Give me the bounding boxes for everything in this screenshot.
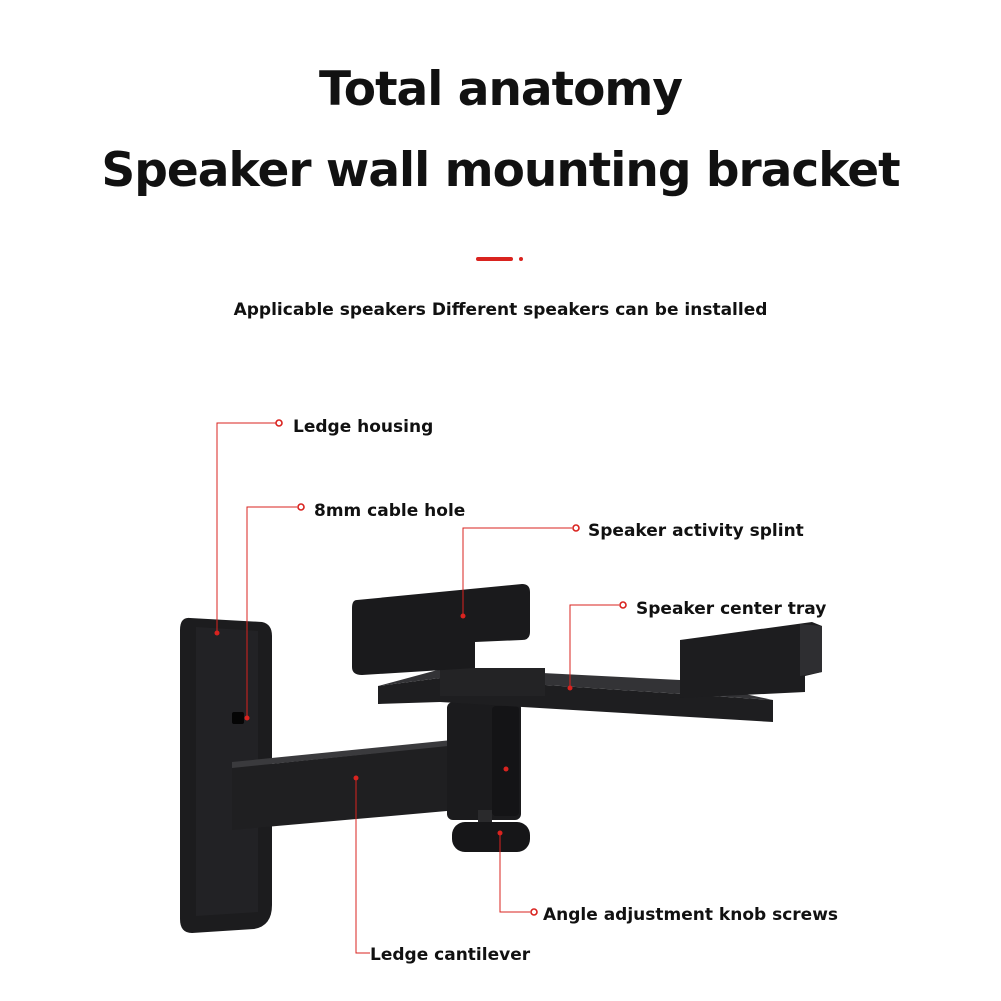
activity-splint	[352, 584, 530, 675]
title-line-2: Speaker wall mounting bracket	[101, 143, 900, 198]
right-clamp-face	[800, 624, 822, 676]
callout-lines	[216, 422, 619, 954]
point-knob-screws	[497, 830, 503, 836]
callout-cable-hole: 8mm cable hole	[314, 501, 466, 521]
knob	[452, 822, 530, 852]
marker-knob-screws	[530, 908, 538, 916]
callout-ledge-housing: Ledge housing	[293, 417, 434, 437]
callout-cantilever: Ledge cantilever	[370, 945, 531, 965]
subtitle: Applicable speakers Different speakers c…	[233, 300, 768, 320]
accent-dot	[519, 257, 523, 261]
marker-activity-splint	[572, 524, 580, 532]
product-points	[214, 613, 573, 836]
cantilever-top	[232, 740, 458, 768]
point-ledge-housing	[214, 630, 220, 636]
tray-bar	[440, 668, 545, 696]
point-activity-splint	[460, 613, 466, 619]
marker-cable-hole	[297, 503, 305, 511]
wall-plate-edge	[196, 627, 258, 916]
bracket-product	[180, 584, 822, 933]
title-line-1: Total anatomy	[318, 62, 683, 117]
leader-center-tray	[569, 604, 619, 688]
marker-center-tray	[619, 601, 627, 609]
point-cantilever	[353, 775, 359, 781]
callout-knob-screws: Angle adjustment knob screws	[543, 905, 839, 925]
callout-center-tray: Speaker center tray	[636, 599, 827, 619]
right-clamp	[680, 622, 822, 698]
callout-activity-splint: Speaker activity splint	[588, 521, 804, 541]
point-center-tray	[567, 685, 573, 691]
leader-ledge-housing	[216, 422, 276, 633]
cantilever-arm	[232, 745, 458, 830]
point-cable-hole	[244, 715, 250, 721]
cable-hole-slot	[232, 712, 244, 724]
accent-dash	[476, 257, 513, 261]
point-pivot	[503, 766, 509, 772]
marker-ledge-housing	[275, 419, 283, 427]
leader-cantilever	[355, 778, 370, 954]
leader-activity-splint	[462, 527, 572, 616]
leader-knob-screws	[499, 833, 530, 913]
leader-cable-hole	[246, 506, 297, 718]
callout-markers	[275, 419, 627, 916]
pivot-column-face	[492, 706, 519, 816]
